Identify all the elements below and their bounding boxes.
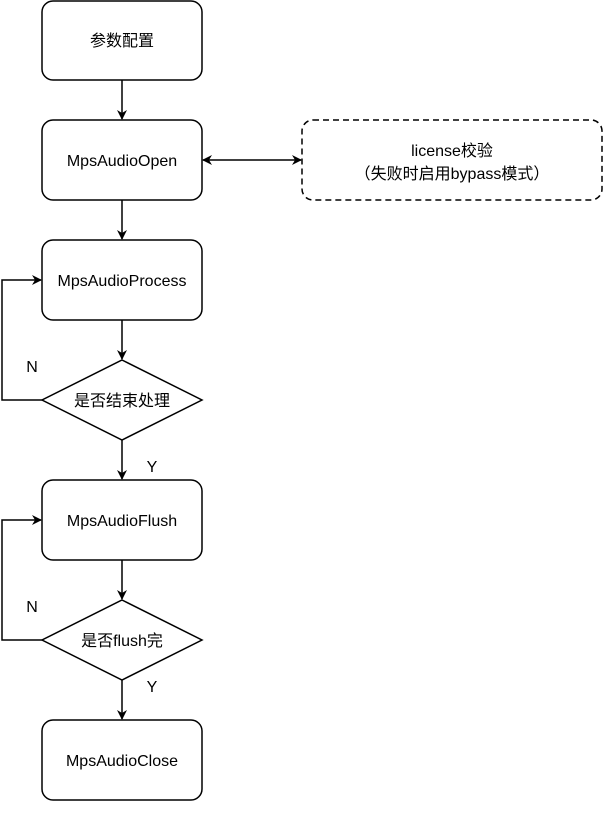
- node-flush-label: MpsAudioFlush: [67, 513, 177, 530]
- node-process: MpsAudioProcess: [41, 239, 203, 321]
- edge-decision-loop-process: [1, 275, 42, 401]
- node-license-label-1: license校验: [411, 142, 493, 160]
- label-flush-yes: Y: [147, 679, 158, 696]
- node-config: 参数配置: [41, 0, 203, 81]
- node-license: license校验 （失败时启用bypass模式）: [301, 119, 603, 201]
- label-process-no: N: [26, 359, 38, 376]
- node-open: MpsAudioOpen: [41, 119, 203, 201]
- edge-decision-loop-flush: [1, 515, 42, 641]
- decision-process-end-label: 是否结束处理: [74, 392, 170, 410]
- node-close-label: MpsAudioClose: [66, 753, 178, 770]
- node-license-label-2: （失败时启用bypass模式）: [355, 165, 550, 183]
- node-process-label: MpsAudioProcess: [58, 273, 187, 290]
- label-process-yes: Y: [147, 459, 158, 476]
- decision-process-end: 是否结束处理: [40, 359, 204, 441]
- label-flush-no: N: [26, 599, 38, 616]
- node-open-label: MpsAudioOpen: [67, 153, 177, 170]
- decision-flush-done-label: 是否flush完: [81, 632, 163, 650]
- node-close: MpsAudioClose: [41, 719, 203, 801]
- node-flush: MpsAudioFlush: [41, 479, 203, 561]
- node-config-label: 参数配置: [90, 32, 154, 50]
- decision-flush-done: 是否flush完: [40, 599, 204, 681]
